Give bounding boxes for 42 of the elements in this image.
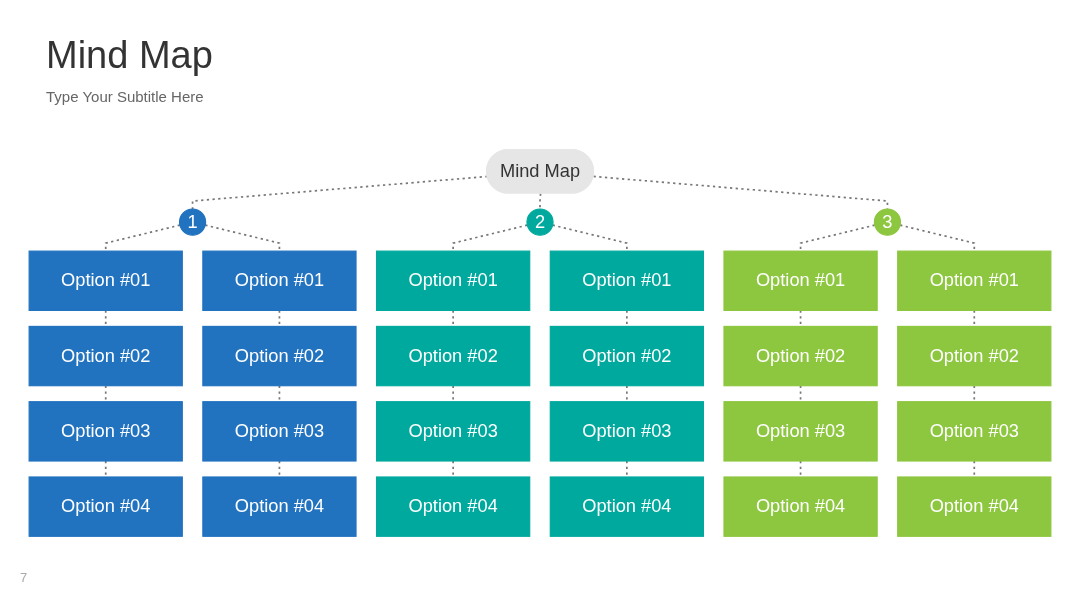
node-box: Option #02 <box>28 325 183 387</box>
page-number: 7 <box>20 570 28 585</box>
connector <box>539 192 542 210</box>
connector <box>104 460 107 478</box>
node-box: Option #04 <box>549 476 705 537</box>
node-box: Option #02 <box>549 325 705 387</box>
connector <box>104 224 181 252</box>
node-box: Option #02 <box>897 325 1052 387</box>
connector <box>452 460 454 478</box>
node-box: Option #01 <box>897 250 1052 311</box>
node-box: Option #03 <box>202 401 357 462</box>
node-box: Option #01 <box>549 250 705 311</box>
node-box: Option #04 <box>723 476 878 537</box>
node-box: Option #02 <box>376 325 531 387</box>
node-box: Option #04 <box>897 476 1052 537</box>
connector <box>899 224 976 252</box>
node-circle: 3 <box>873 208 902 236</box>
connector <box>191 175 489 210</box>
slide-subtitle: Type Your Subtitle Here <box>46 88 204 105</box>
slide-title: Mind Map <box>46 34 213 77</box>
node-box: Option #03 <box>897 401 1052 462</box>
connector <box>204 224 281 252</box>
node-box: Option #03 <box>376 401 531 462</box>
node-box: Option #04 <box>28 476 183 537</box>
node-circle: 1 <box>178 208 207 236</box>
node-box: Option #01 <box>28 250 183 311</box>
node-box: Option #04 <box>376 476 531 537</box>
connector <box>973 460 976 478</box>
node-box: Option #03 <box>549 401 705 462</box>
node-circle: 2 <box>526 208 554 236</box>
connector <box>626 460 628 478</box>
node-box: Option #04 <box>202 476 357 537</box>
node-box: Option #01 <box>376 250 531 311</box>
connector <box>551 224 628 252</box>
connector <box>452 224 529 252</box>
node-box: Option #02 <box>202 325 357 387</box>
node-box: Option #01 <box>202 250 357 311</box>
node-box: Option #02 <box>723 325 878 387</box>
node-box: Option #01 <box>723 250 878 311</box>
node-box: Option #03 <box>28 401 183 462</box>
node-box: Option #03 <box>723 401 878 462</box>
connector <box>799 224 876 252</box>
